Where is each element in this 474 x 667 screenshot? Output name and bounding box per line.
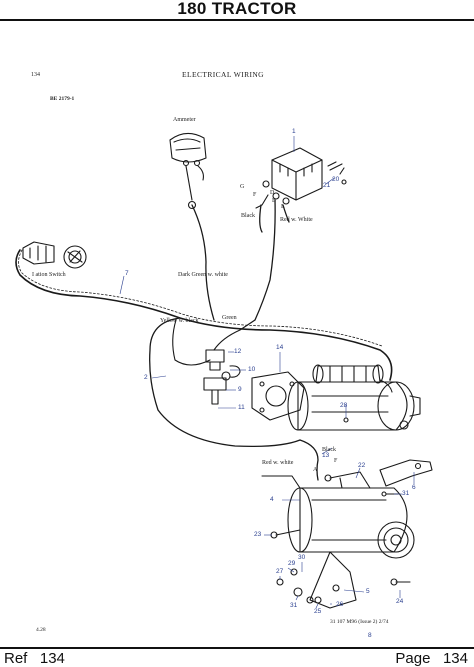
label-black-top: Black	[241, 213, 255, 219]
callout-number: 8	[368, 632, 372, 639]
callout-number: 12	[234, 348, 242, 355]
callout-number: 28	[340, 402, 348, 409]
label-green: Green	[222, 315, 237, 321]
section-title: ELECTRICAL WIRING	[182, 70, 264, 79]
page-footer: Ref 134 Page 134	[0, 647, 474, 667]
callout-number: 31	[290, 602, 298, 609]
generator-drawing	[261, 471, 415, 609]
footer-ref: Ref 134	[4, 650, 65, 667]
callout-number: 7	[125, 270, 129, 277]
bracket-drawing	[251, 371, 305, 421]
footer-ref-label: Ref	[4, 650, 28, 667]
plate-code: BE 2179-1	[50, 96, 75, 102]
callout-number: 2	[144, 374, 148, 381]
callout-number: 13	[322, 452, 330, 459]
page-number-small: 134	[31, 72, 40, 78]
switch-drawing	[203, 349, 241, 405]
label-ammeter: Ammeter	[173, 117, 196, 123]
bottom-left-code: 4.28	[36, 627, 46, 633]
terminal-g: G	[240, 184, 245, 190]
page-title: 180 TRACTOR	[177, 0, 297, 18]
terminal-d: D	[270, 190, 275, 196]
label-ignition-switch: I ation Switch	[32, 272, 66, 278]
starter-motor-drawing	[287, 364, 421, 431]
terminal-f2: F	[334, 458, 338, 464]
callout-number: 5	[366, 588, 370, 595]
footer-page: Page 134	[395, 650, 468, 667]
callout-number: 21	[323, 182, 331, 189]
terminal-l: L	[281, 204, 285, 210]
callout-number: 31	[402, 490, 410, 497]
control-box-drawing	[255, 147, 343, 209]
callout-number: 6	[412, 484, 416, 491]
footer-page-number: 134	[442, 650, 468, 667]
terminal-b: B	[272, 198, 277, 204]
callout-number: 9	[238, 386, 242, 393]
ammeter-drawing	[169, 132, 207, 210]
callout-number: 4	[270, 496, 274, 503]
callout-number: 26	[336, 601, 344, 608]
label-yellow-black: Yellow w. black	[160, 318, 199, 324]
label-black-mid: Black	[322, 447, 336, 453]
terminal-a: A	[313, 467, 318, 473]
terminal-f: F	[253, 192, 257, 198]
callout-number: 30	[298, 554, 306, 561]
label-red-white-mid: Red w. white	[262, 460, 294, 466]
page-header: 180 TRACTOR	[0, 0, 474, 21]
callout-number: 1	[292, 128, 296, 135]
callout-number: 14	[276, 344, 284, 351]
label-dark-green-white: Dark Green w. white	[178, 272, 228, 278]
label-red-white-top: Red w. White	[280, 217, 313, 223]
footer-ref-number: 134	[39, 650, 65, 667]
bottom-right-code: 31 107 M96 (Issue 2) 2/74	[330, 619, 389, 625]
callout-number: 22	[358, 462, 366, 469]
callout-number: 25	[314, 608, 322, 615]
ignition-switch-drawing	[22, 241, 87, 269]
callout-number: 11	[238, 404, 245, 411]
callout-number: 29	[288, 560, 296, 567]
footer-page-label: Page	[395, 650, 431, 667]
callout-number: 20	[332, 176, 340, 183]
callout-number: 10	[248, 366, 256, 373]
callout-number: 24	[396, 598, 404, 605]
callout-number: 23	[254, 531, 262, 538]
callout-number: 27	[276, 568, 284, 575]
